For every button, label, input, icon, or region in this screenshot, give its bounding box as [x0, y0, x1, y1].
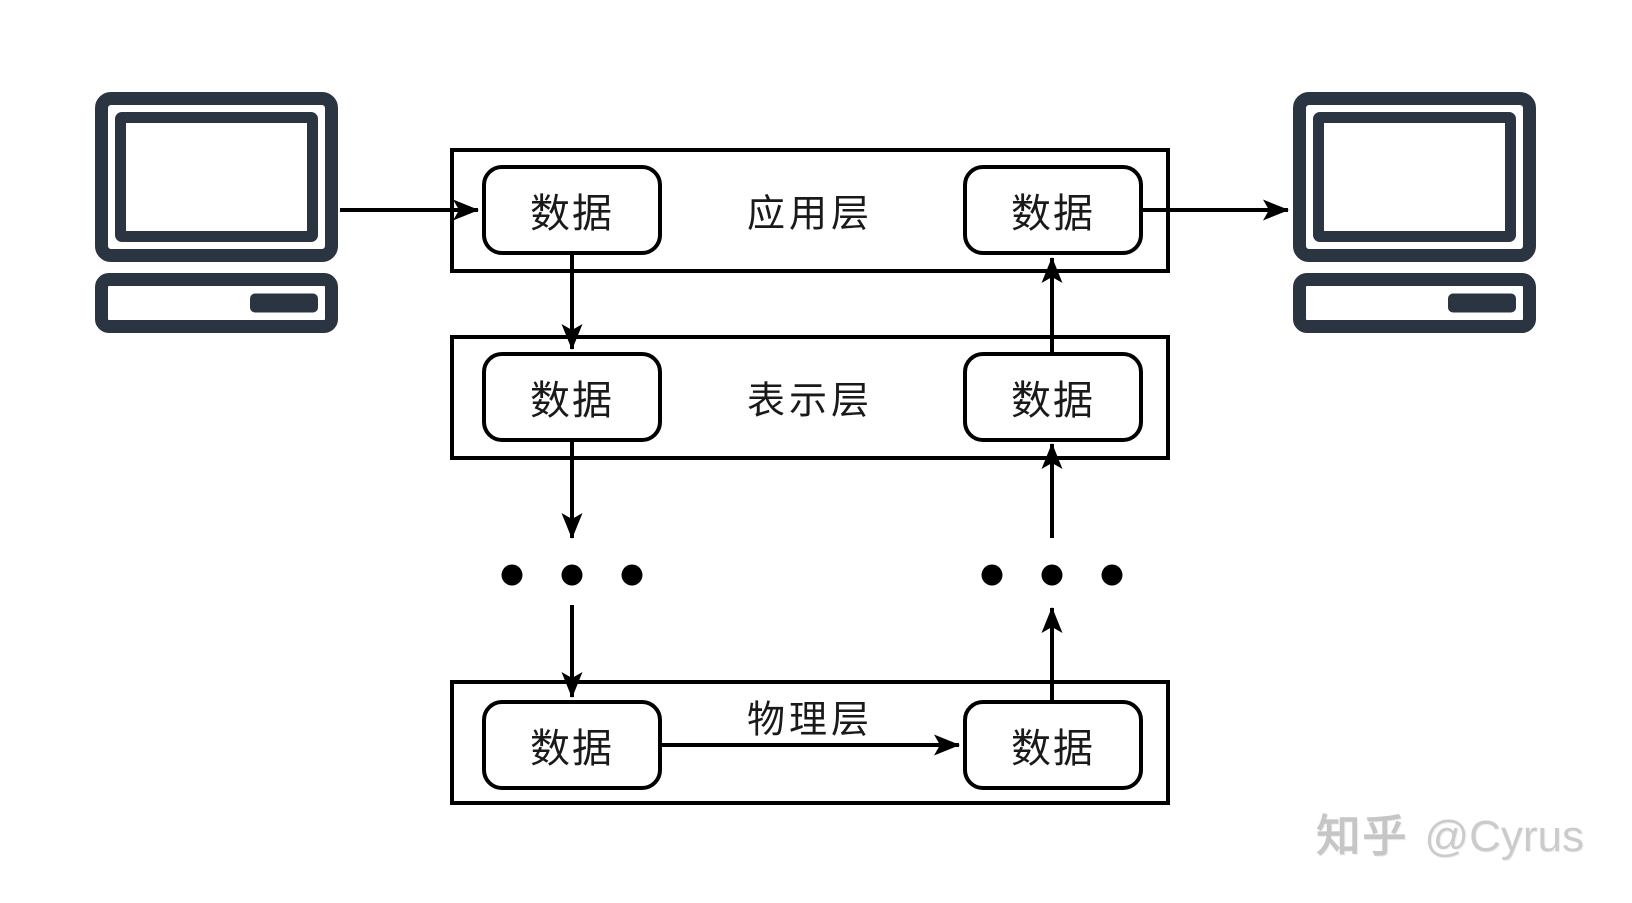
presentation-layer-label: 表示层 — [746, 380, 874, 423]
ellipsis-dots-right — [981, 564, 1123, 586]
sender-computer-icon — [95, 92, 338, 333]
watermark-author: @Cyrus — [1424, 812, 1584, 861]
monitor-icon — [1293, 92, 1536, 262]
application-right-data-box: 数据 — [963, 165, 1143, 255]
receiver-computer-icon — [1293, 92, 1536, 333]
screen-icon — [1313, 112, 1516, 242]
physical-right-data-box: 数据 — [963, 700, 1143, 790]
data-box-label: 数据 — [1011, 727, 1095, 771]
watermark: 知乎 @Cyrus — [1316, 800, 1584, 864]
application-layer-label: 应用层 — [746, 193, 874, 236]
data-box-label: 数据 — [530, 379, 614, 423]
disk-slot-icon — [250, 293, 318, 313]
data-box-label: 数据 — [530, 192, 614, 236]
disk-slot-icon — [1448, 293, 1516, 313]
screen-icon — [115, 112, 318, 242]
computer-base-icon — [1293, 273, 1536, 333]
presentation-right-data-box: 数据 — [963, 352, 1143, 442]
computer-base-icon — [95, 273, 338, 333]
data-box-label: 数据 — [1011, 192, 1095, 236]
presentation-left-data-box: 数据 — [482, 352, 662, 442]
application-left-data-box: 数据 — [482, 165, 662, 255]
physical-left-data-box: 数据 — [482, 700, 662, 790]
physical-layer-label: 物理层 — [746, 699, 874, 742]
data-box-label: 数据 — [530, 727, 614, 771]
monitor-icon — [95, 92, 338, 262]
ellipsis-dots-left — [501, 564, 643, 586]
watermark-brand: 知乎 — [1316, 812, 1409, 861]
data-box-label: 数据 — [1011, 379, 1095, 423]
